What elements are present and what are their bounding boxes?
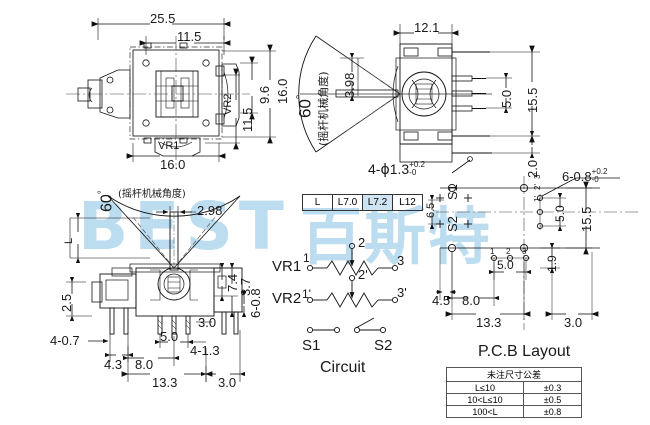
pcb-pad-label-2p: 2' [533, 184, 542, 190]
tolerance-table-header: 未注尺寸公差 [446, 367, 582, 382]
dim-front-3-0-bottom: 3.0 [218, 375, 237, 390]
tolerance-range-1: 10<L≤10 [446, 393, 524, 406]
dim-top-9-6: 9.6 [257, 85, 272, 104]
tolerance-value-1: ±0.5 [523, 393, 582, 406]
circuit-pin-vr2-3: 3' [397, 285, 407, 300]
dim-front-2-5: 2.5 [59, 293, 74, 312]
hole-callout-side: 4-ϕ1.3 +0.2 -0 [368, 160, 425, 178]
pcb-hole-tol-upper: +0.2 [591, 167, 608, 176]
dim-side-15-5: 15.5 [525, 87, 540, 113]
dim-pcb-5-0-horiz: 5.0 [497, 258, 514, 272]
dim-pcb-6-5: 6.5 [425, 202, 437, 218]
tolerance-value-0: ±0.3 [523, 381, 582, 394]
dim-side-5-0: 5.0 [499, 89, 514, 108]
pcb-pad-label-3p: 3' [533, 173, 542, 179]
dim-pcb-4-5: 4.5 [432, 293, 451, 308]
dim-front-2-98: 2.98 [197, 203, 223, 218]
pcb-label-s1: S1 [445, 184, 460, 200]
dim-top-11-5: 11.5 [177, 29, 202, 44]
l-table-cell-2[interactable]: L7.2 [362, 194, 393, 211]
dim-top-25-5: 25.5 [150, 11, 176, 26]
table-row: L≤10 ±0.3 [446, 381, 582, 394]
dim-side-3-98: 3.98 [342, 72, 357, 98]
pcb-pad-label-1: 1 [490, 247, 495, 256]
table-row: 10<L≤10 ±0.5 [446, 393, 582, 406]
dim-front-5-0: 5.0 [160, 329, 179, 344]
circuit-pin-vr1-2: 2 [358, 235, 366, 250]
dim-front-3-7: 6-0.8 [248, 288, 263, 318]
label-vr1-top: VR1 [158, 140, 180, 152]
dim-front-4-3: 4.3 [104, 357, 123, 372]
angle-note-side: (摇杆机械角度) [317, 71, 330, 146]
diameter-symbol-icon: ϕ [380, 162, 390, 178]
dim-side-12-1: 12.1 [414, 20, 440, 35]
circuit-label-s2: S2 [374, 337, 393, 354]
circuit-pin-vr2-2: 2' [358, 267, 368, 282]
pcb-pad-label-2: 2 [506, 247, 511, 256]
dim-pcb-3-0: 3.0 [564, 315, 583, 330]
circuit-caption: Circuit [320, 359, 366, 376]
circuit-label-vr2: VR2 [272, 290, 302, 307]
dim-pcb-15-5: 15.5 [579, 206, 594, 232]
dim-top-11-5-vert: 11.5 [240, 107, 255, 132]
circuit-pin-vr2-1: 1' [302, 287, 311, 301]
hole-size-side: 1.3 [389, 161, 410, 177]
dim-front-4-1-3: 4-1.3 [190, 343, 220, 358]
table-row: 100<L ±0.8 [446, 405, 582, 418]
pcb-hole-callout: 6-0.8 +0.2 -0 [562, 168, 607, 184]
dim-front-13-3: 13.3 [152, 375, 178, 390]
dim-front-8-0: 8.0 [135, 357, 154, 372]
dim-top-16-0-right: 16.0 [275, 78, 290, 104]
angle-60-front-number: 60 [98, 194, 116, 212]
pcb-caption: P.C.B Layout [478, 343, 571, 360]
dim-front-4-0-7: 4-0.7 [50, 333, 80, 348]
angle-60-side-value: 60 [295, 99, 315, 118]
lever-length-table: L L7.0 L7.2 L12 [302, 194, 423, 211]
circuit-label-vr1: VR1 [272, 258, 302, 275]
label-lever-length: L [63, 237, 75, 244]
tolerance-table: 未注尺寸公差 L≤10 ±0.3 10<L≤10 ±0.5 100<L ±0.8 [446, 367, 582, 418]
label-vr2-top: VR2 [222, 93, 234, 115]
circuit-pin-vr1-1: 1 [303, 251, 310, 265]
pcb-label-s2: S2 [445, 216, 460, 232]
angle-note-front: (摇杆机械角度) [118, 189, 186, 200]
tolerance-range-0: L≤10 [446, 381, 524, 394]
circuit-label-s1: S1 [302, 337, 321, 354]
hole-count-side: 4- [368, 161, 381, 177]
dim-pcb-5-0-vert: 5.0 [553, 205, 567, 222]
pcb-hole-tol-lower: -0 [591, 175, 599, 184]
dim-pcb-1-9: 1.9 [545, 255, 559, 272]
dim-pcb-13-3: 13.3 [476, 315, 502, 330]
tolerance-range-2: 100<L [446, 405, 524, 418]
l-table-cell-0[interactable]: L [302, 194, 333, 211]
circuit-pin-vr1-3: 3 [397, 253, 405, 268]
dim-front-6-0-8: 3.0 [198, 315, 217, 330]
hole-tol-lower-side: -0 [409, 168, 417, 177]
pcb-pad-label-1p: 1' [533, 196, 542, 202]
dim-pcb-8-0: 8.0 [462, 293, 481, 308]
l-table-cell-3[interactable]: L12 [392, 194, 423, 211]
hole-tol-upper-side: +0.2 [409, 160, 425, 169]
tolerance-value-2: ±0.8 [523, 405, 582, 418]
pcb-pad-label-3: 3 [522, 247, 527, 256]
pcb-hole-count: 6-0.8 [562, 169, 592, 184]
l-table-cell-1[interactable]: L7.0 [332, 194, 363, 211]
dim-top-16-0-bottom: 16.0 [160, 157, 186, 172]
angle-60-front-value: 60° [97, 190, 116, 212]
angle-60-side: 60° [295, 94, 315, 118]
